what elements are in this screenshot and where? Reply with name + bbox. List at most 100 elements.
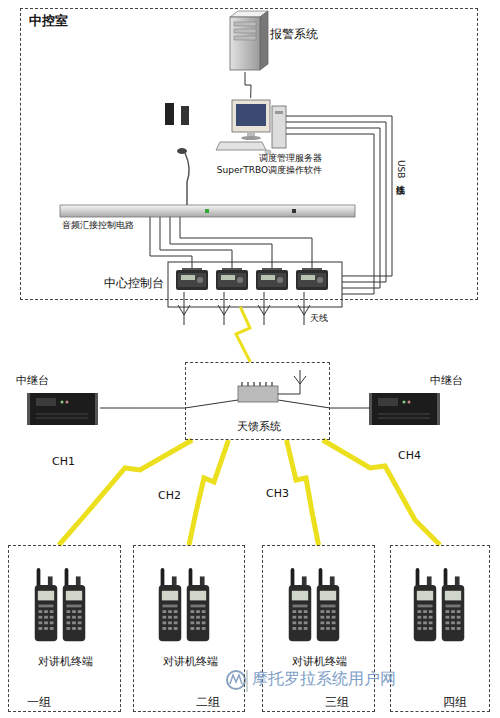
repeater-unit <box>372 393 437 425</box>
node-label: 音频汇接控制电路 <box>62 220 134 230</box>
terminal-group: 对讲机终端一组 <box>8 545 121 712</box>
radio-link <box>59 440 192 545</box>
alarm-server: 报警系统 <box>225 12 325 72</box>
computer-icon <box>236 104 266 126</box>
usb-cable <box>286 122 386 282</box>
microphone-icon <box>177 148 189 205</box>
repeater-unit <box>36 398 56 406</box>
node-label: 中心控制台 <box>104 277 164 291</box>
handheld-radio <box>35 568 58 641</box>
audio-rack <box>60 205 355 217</box>
mobile-radio <box>176 268 328 290</box>
computer-icon <box>272 106 286 148</box>
channel-label: CH1 <box>52 456 75 469</box>
radio-link <box>323 440 440 545</box>
watermark-logo <box>227 670 247 692</box>
area-title: 中控室 <box>29 14 68 29</box>
handheld-radio <box>159 568 182 641</box>
computer-icon <box>232 100 270 132</box>
server-icon <box>234 29 256 33</box>
part-label: 天线 <box>310 313 328 323</box>
radio-link <box>189 440 229 545</box>
terminal-group: 四组 <box>390 545 490 712</box>
node-label: 对讲机终端 <box>9 656 122 669</box>
antenna-symbol <box>258 292 270 325</box>
channel-label: CH4 <box>398 450 421 463</box>
watermark: 摩托罗拉系统用户网 <box>252 670 396 688</box>
node-label: 中继台 <box>430 375 463 388</box>
audio-wire <box>170 217 272 268</box>
handheld-radio <box>317 568 340 641</box>
audio-wire <box>150 217 151 232</box>
handheld-radio <box>35 568 465 641</box>
usb-cable <box>286 116 288 117</box>
wire <box>330 408 370 409</box>
terminal-group: 对讲机终端二组 <box>133 545 245 712</box>
group-label: 二组 <box>196 696 220 710</box>
repeater-unit <box>30 393 95 425</box>
microphone-icon <box>185 153 189 205</box>
repeater: 中继台 <box>370 375 480 430</box>
server-icon <box>234 36 256 40</box>
channel-label: CH2 <box>158 490 181 503</box>
server-icon <box>234 22 256 26</box>
audio-wire <box>150 217 312 268</box>
computer-icon <box>275 111 283 114</box>
control-console: 中心控制台 <box>100 262 342 307</box>
server-icon <box>230 11 268 70</box>
combiner-unit <box>238 386 278 402</box>
audio-wire <box>160 217 232 268</box>
console-frame <box>168 262 342 307</box>
handheld-radio <box>187 568 210 641</box>
group-label: 四组 <box>443 696 467 710</box>
channel-label: CH3 <box>266 488 289 501</box>
repeater: 中继台 <box>12 375 100 430</box>
speaker-icon <box>181 106 189 125</box>
computer-icon <box>241 136 261 140</box>
handheld-radio <box>63 568 86 641</box>
handheld-radio <box>289 568 312 641</box>
repeater-unit <box>403 401 406 404</box>
repeater-unit <box>369 393 440 425</box>
repeater-unit <box>378 414 430 418</box>
wire <box>288 116 392 276</box>
wire <box>100 408 185 409</box>
audio-rack <box>60 205 355 217</box>
node-label: 对讲机终端 <box>134 656 246 669</box>
combiner-unit <box>242 382 272 386</box>
repeater-unit <box>61 401 64 404</box>
antenna-symbol <box>178 292 310 325</box>
wire <box>245 72 251 98</box>
radio-link <box>287 440 319 545</box>
node-label: 调度管理服务器 SuperTRBO调度操作软件 <box>202 152 322 176</box>
mobile-radio <box>176 268 208 290</box>
dispatch-server: 调度管理服务器 SuperTRBO调度操作软件 <box>205 98 288 180</box>
antenna-feed-system: 天馈系统 <box>185 362 330 440</box>
server-icon <box>230 17 260 70</box>
repeater-unit <box>36 414 88 418</box>
repeater-unit <box>408 401 411 404</box>
repeater-unit <box>378 398 398 406</box>
watermark-logo <box>230 675 242 684</box>
group-label: 三组 <box>325 696 349 710</box>
antenna-symbol <box>218 292 230 325</box>
group-label: 一组 <box>27 696 51 710</box>
watermark-logo <box>227 671 245 689</box>
mobile-radio <box>256 268 288 290</box>
handheld-radio <box>414 568 437 641</box>
repeater-unit <box>66 401 69 404</box>
audio-control-rack: 音频汇接控制电路 <box>55 200 360 232</box>
server-icon <box>260 11 268 70</box>
computer-icon <box>216 100 286 154</box>
antenna-symbol <box>298 292 310 325</box>
wire <box>150 232 192 262</box>
mobile-radio <box>296 268 328 290</box>
node-label: 对讲机终端 <box>263 656 376 669</box>
handheld-radio <box>442 568 465 641</box>
console-frame <box>168 262 342 307</box>
combiner-unit <box>278 370 306 394</box>
